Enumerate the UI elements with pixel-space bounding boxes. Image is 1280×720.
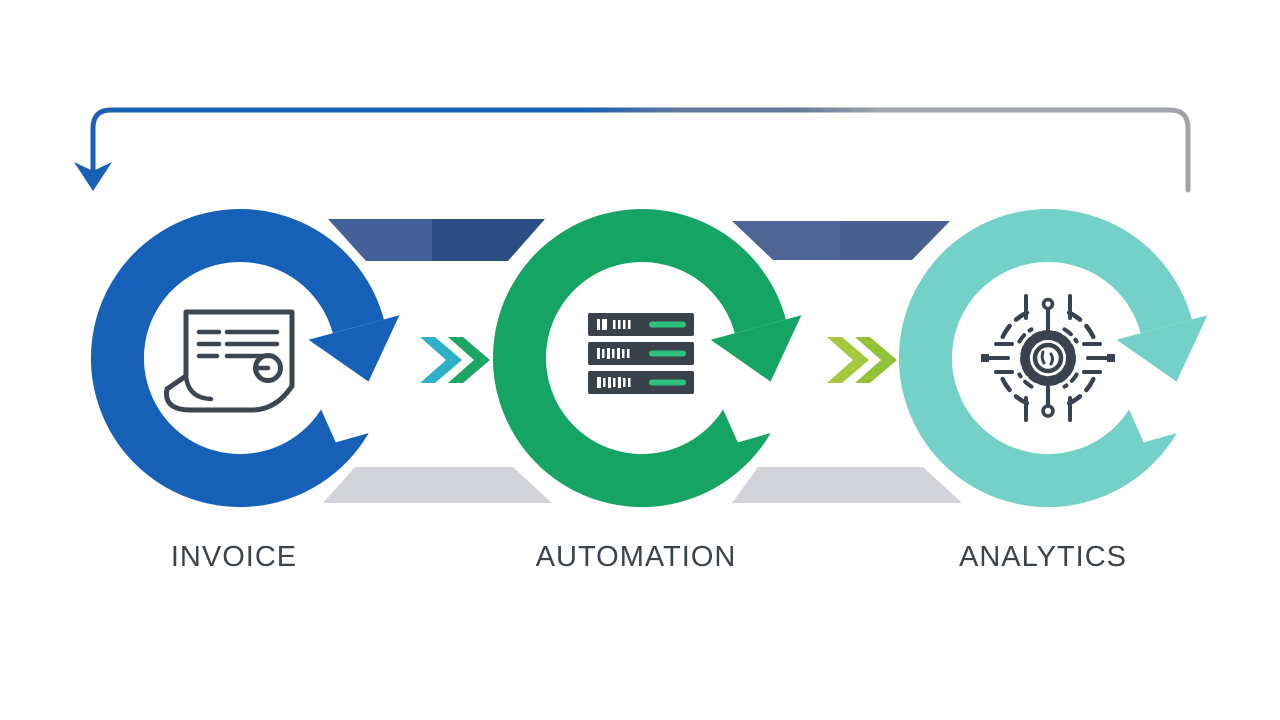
server-status-bar (649, 321, 686, 328)
server-row (588, 371, 694, 394)
circuit-lines-right (1082, 342, 1110, 374)
feedback-loop-line (90, 107, 1191, 193)
ring-arrowhead-icon (1116, 315, 1208, 382)
gear-circuit-icon (981, 294, 1115, 422)
ring-arc (493, 209, 786, 508)
document-sheet (164, 309, 295, 413)
chevrons-automation-to-analytics (827, 337, 897, 383)
chevron-icon (448, 337, 490, 383)
circuit-terminal-left (981, 354, 989, 362)
ribbon-top-right-segment-a (732, 221, 840, 260)
ring-arrowhead-icon (308, 315, 400, 382)
server-status-bar (649, 350, 686, 357)
server-row (588, 313, 694, 336)
ribbon-bottom-left-segment (323, 467, 552, 503)
gear-teeth (1020, 330, 1076, 386)
server-status-bar (649, 379, 686, 386)
document-text-lines (196, 329, 280, 359)
step-ring-analytics (899, 209, 1221, 508)
ring-notch (303, 369, 413, 443)
dashed-arc-nw (1000, 310, 1030, 340)
dashed-arc-ne (1066, 310, 1096, 340)
step-ring-invoice (91, 209, 413, 508)
circuit-node-top (1041, 297, 1055, 311)
chevron-icon (420, 337, 462, 383)
down-arrow-icon (74, 162, 112, 191)
ribbon-top-left-segment-b (432, 219, 545, 261)
chevrons-invoice-to-automation (420, 337, 490, 383)
ribbon-top-left-segment-a (328, 219, 432, 261)
ribbon-top-right-segment-b (840, 221, 950, 260)
inner-dashed-arc-ne (1062, 327, 1079, 344)
gear-hub (1032, 342, 1064, 374)
dashed-arc-sw (1000, 376, 1030, 406)
circuit-node-bottom (1041, 404, 1055, 418)
ring-notch (705, 369, 815, 443)
ring-arrowhead-icon (710, 315, 802, 382)
feedback-loop (74, 107, 1191, 193)
ribbon-bands (323, 219, 962, 503)
inner-dashed-arc-sw (1017, 372, 1034, 389)
server-row (588, 342, 694, 365)
ring-notch (1111, 369, 1221, 443)
invoice-document-icon (164, 309, 295, 413)
circuit-lines-left (986, 342, 1014, 374)
server-leds (597, 319, 631, 388)
gear-inner-marks (1040, 350, 1054, 366)
ring-arc (91, 209, 384, 508)
ring-arc (899, 209, 1192, 508)
step-label-analytics: ANALYTICS (959, 541, 1127, 573)
chevron-icon (855, 337, 897, 383)
inner-dashed-arc-se (1062, 372, 1079, 389)
ribbon-bottom-right-segment (732, 467, 962, 503)
step-label-automation: AUTOMATION (536, 541, 737, 573)
document-curl-line (183, 373, 214, 402)
server-stack-icon (588, 313, 694, 394)
step-ring-automation (493, 209, 815, 508)
circuit-terminal-right (1107, 354, 1115, 362)
dashed-arc-se (1066, 376, 1096, 406)
inner-dashed-arc-nw (1017, 327, 1034, 344)
step-label-invoice: INVOICE (171, 541, 297, 573)
chevron-icon (827, 337, 869, 383)
